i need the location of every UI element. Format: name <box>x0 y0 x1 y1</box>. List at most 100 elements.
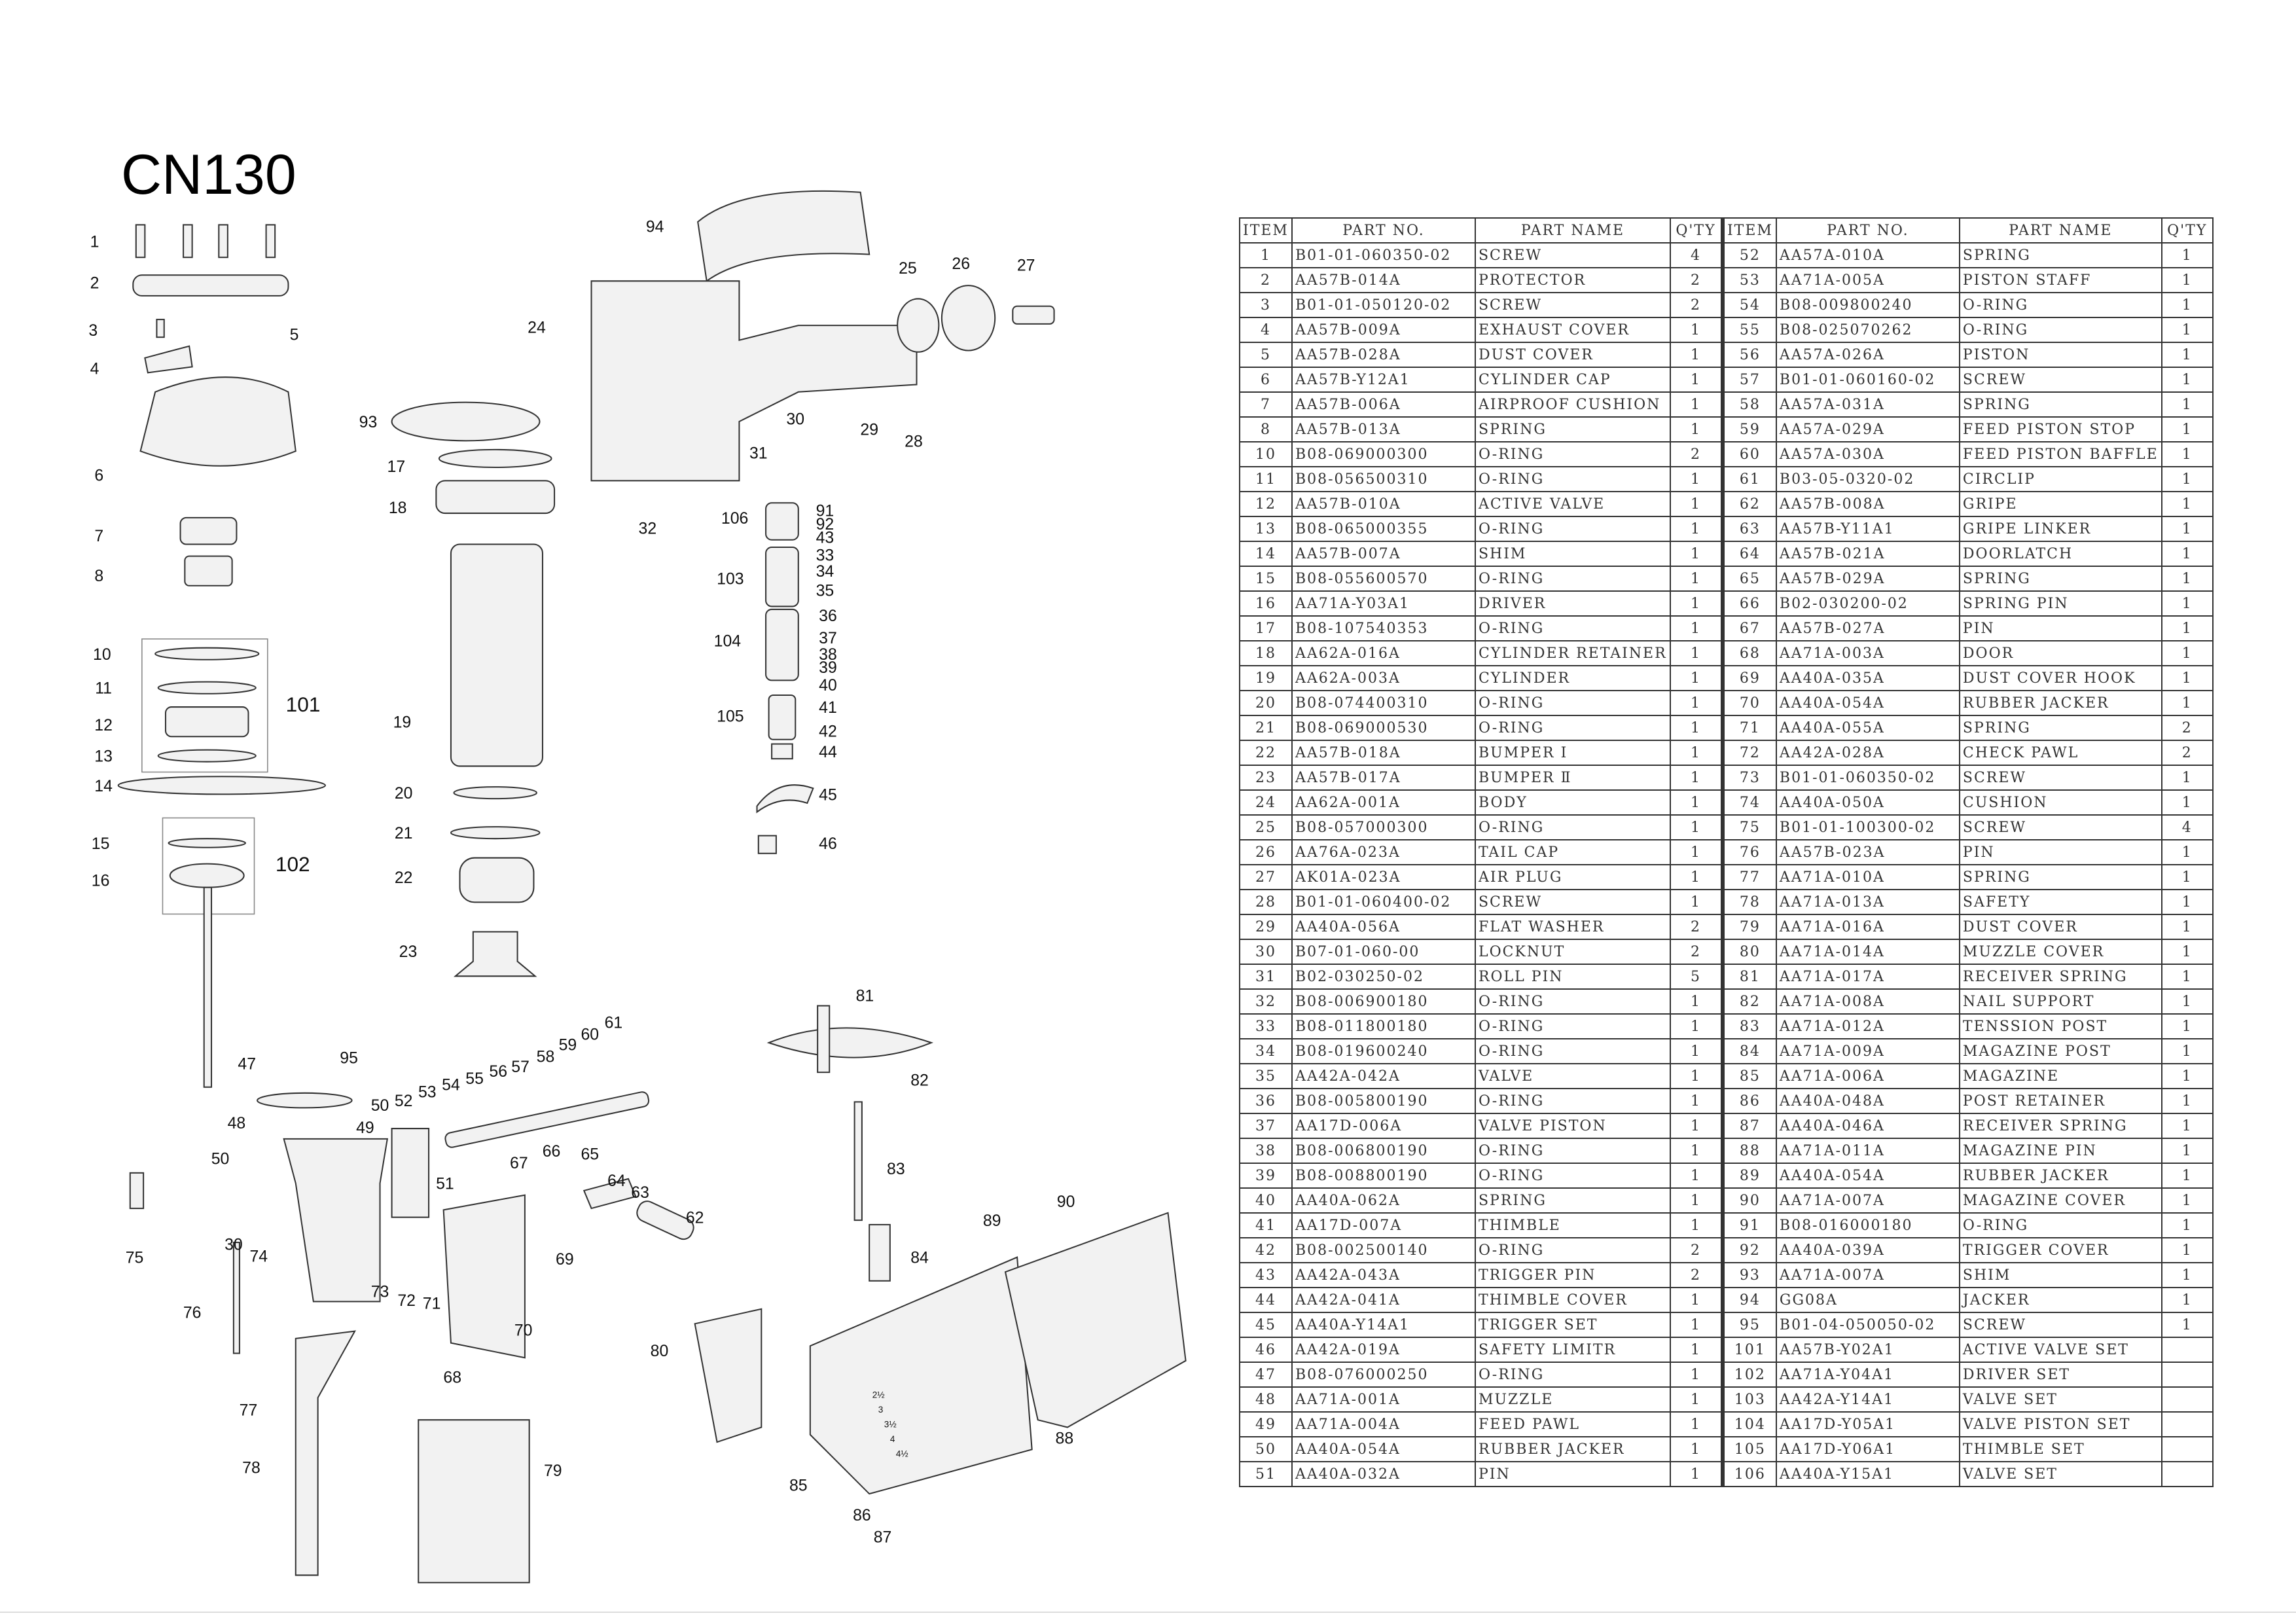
part-no-cell: AA40A-062A <box>1291 1187 1476 1214</box>
callout-10: 10 <box>93 646 111 664</box>
item-cell: 18 <box>1239 640 1293 666</box>
callout-58: 58 <box>537 1048 555 1066</box>
screw-part-1 <box>135 224 276 259</box>
magazine-size-mark: 4½ <box>896 1449 908 1459</box>
part-name-cell: FEED PISTON BAFFLE <box>1958 441 2162 467</box>
item-cell: 68 <box>1720 640 1777 666</box>
part-name-cell: O-RING <box>1474 715 1671 741</box>
part-name-cell: SCREW <box>1958 1312 2162 1338</box>
qty-cell: 1 <box>1669 491 1723 517</box>
part-no-cell: AA57B-018A <box>1291 740 1476 766</box>
qty-cell: 1 <box>1669 342 1723 368</box>
callout-79: 79 <box>544 1462 562 1480</box>
header-part-no: PART NO. <box>1775 217 1960 244</box>
item-cell: 47 <box>1239 1362 1293 1388</box>
qty-cell: 1 <box>1669 367 1723 393</box>
magazine-size-mark: 3 <box>878 1405 884 1415</box>
part-no-cell: B08-009800240 <box>1775 292 1960 318</box>
part-name-cell: O-RING <box>1474 1013 1671 1039</box>
header-item: ITEM <box>1239 217 1293 244</box>
part-no-cell: B08-057000300 <box>1291 814 1476 840</box>
callout-11: 11 <box>95 680 112 698</box>
part-no-cell: B07-01-060-00 <box>1291 939 1476 965</box>
nail-support-post-part-82 <box>817 1005 831 1074</box>
part-name-cell: NAIL SUPPORT <box>1958 988 2162 1015</box>
item-cell: 1 <box>1239 242 1293 268</box>
part-no-cell: B08-025070262 <box>1775 317 1960 343</box>
qty-cell: 4 <box>1669 242 1723 268</box>
item-cell: 38 <box>1239 1138 1293 1164</box>
callout-33: 33 <box>816 547 834 564</box>
part-name-cell: O-RING <box>1474 1038 1671 1064</box>
callout-39: 39 <box>819 659 837 677</box>
part-name-cell: DOORLATCH <box>1958 541 2162 567</box>
callout-29: 29 <box>860 421 878 439</box>
qty-cell: 2 <box>1669 1262 1723 1288</box>
cylinder-cap-part-6 <box>139 376 296 467</box>
part-name-cell: SCREW <box>1958 814 2162 840</box>
part-name-cell: SAFETY LIMITR <box>1474 1337 1671 1363</box>
qty-cell: 1 <box>2161 789 2214 816</box>
item-cell: 32 <box>1239 988 1293 1015</box>
part-no-cell: B01-01-100300-02 <box>1775 814 1960 840</box>
exhaust-cover-part-4 <box>144 345 193 374</box>
part-no-cell: AA40A-032A <box>1291 1461 1476 1487</box>
qty-cell: 1 <box>1669 1362 1723 1388</box>
part-name-cell: TRIGGER COVER <box>1958 1237 2162 1263</box>
part-no-cell: AA62A-001A <box>1291 789 1476 816</box>
qty-cell: 1 <box>2161 590 2214 617</box>
gripe-part-62 <box>636 1200 694 1240</box>
nail-support-part-82 <box>766 1027 934 1058</box>
part-name-cell: SCREW <box>1474 242 1671 268</box>
callout-52: 52 <box>395 1092 413 1110</box>
feed-pawl-part-49 <box>391 1128 430 1218</box>
callout-32: 32 <box>639 520 657 538</box>
part-name-cell: JACKER <box>1958 1287 2162 1313</box>
screw-part-3 <box>156 319 165 338</box>
o-ring-part-11 <box>157 681 257 695</box>
qty-cell: 1 <box>1669 1337 1723 1363</box>
part-name-cell: VALVE SET <box>1958 1461 2162 1487</box>
part-no-cell: AA42A-042A <box>1291 1063 1476 1089</box>
item-cell: 57 <box>1720 367 1777 393</box>
part-no-cell: AA57B-006A <box>1291 391 1476 418</box>
part-no-cell: AA40A-Y15A1 <box>1775 1461 1960 1487</box>
callout-6: 6 <box>94 467 103 484</box>
item-cell: 49 <box>1239 1411 1293 1437</box>
part-no-cell: AA40A-050A <box>1775 789 1960 816</box>
part-name-cell: DRIVER SET <box>1958 1362 2162 1388</box>
callout-90: 90 <box>1057 1193 1075 1211</box>
callout-65: 65 <box>581 1146 599 1163</box>
part-name-cell: SPRING <box>1958 242 2162 268</box>
item-cell: 54 <box>1720 292 1777 318</box>
qty-cell: 1 <box>1669 1461 1723 1487</box>
air-plug-part-27 <box>1012 305 1055 325</box>
part-name-cell: PROTECTOR <box>1474 267 1671 293</box>
part-name-cell: O-RING <box>1474 690 1671 716</box>
callout-12: 12 <box>94 717 113 734</box>
callout-64: 64 <box>607 1172 626 1190</box>
item-cell: 35 <box>1239 1063 1293 1089</box>
part-name-cell: MUZZLE <box>1474 1386 1671 1413</box>
part-no-cell: AA42A-Y14A1 <box>1775 1386 1960 1413</box>
part-name-cell: O-RING <box>1474 566 1671 592</box>
callout-69: 69 <box>556 1251 574 1269</box>
item-cell: 89 <box>1720 1163 1777 1189</box>
part-name-cell: VALVE SET <box>1958 1386 2162 1413</box>
screw-part-75 <box>129 1172 145 1210</box>
parts-list-table: ITEM PART NO. PART NAME Q'TY ITEM PART N… <box>1239 217 2214 1487</box>
callout-72: 72 <box>397 1292 416 1310</box>
part-no-cell: B08-006800190 <box>1291 1138 1476 1164</box>
item-cell: 44 <box>1239 1287 1293 1313</box>
part-no-cell: AA71A-017A <box>1775 964 1960 990</box>
callout-26: 26 <box>952 255 970 273</box>
qty-cell: 1 <box>1669 1312 1723 1338</box>
qty-cell: 4 <box>2161 814 2214 840</box>
